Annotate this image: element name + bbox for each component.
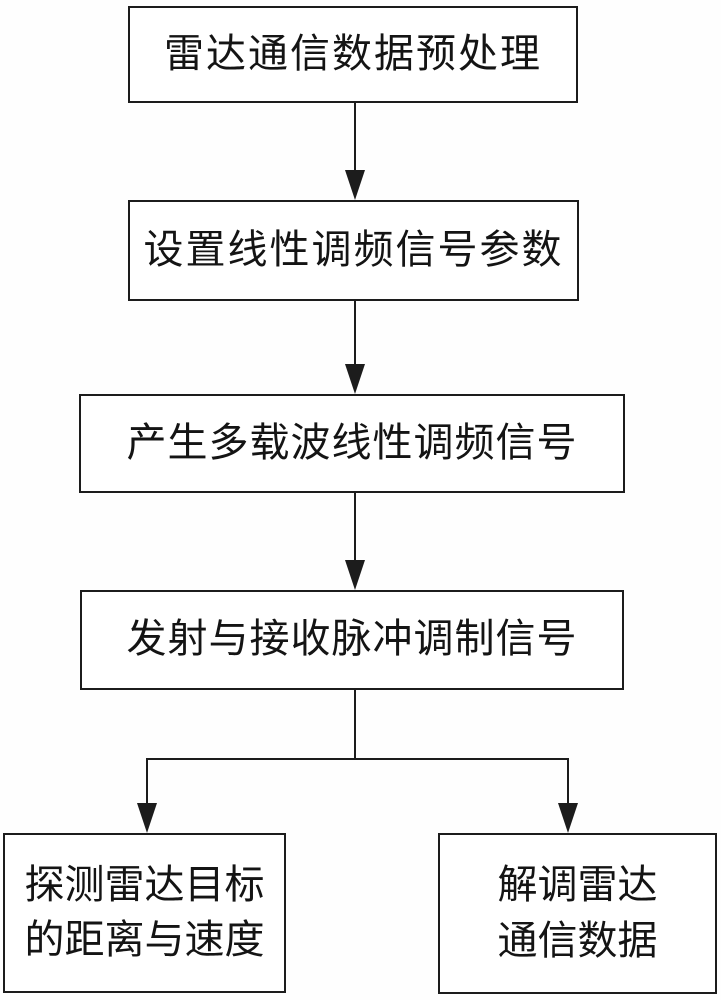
connector-line-1: [354, 103, 356, 173]
flow-node-transmit-receive-pulse-mod-signal: 发射与接收脉冲调制信号: [80, 590, 624, 690]
flow-node-set-lfm-signal-parameters: 设置线性调频信号参数: [128, 200, 579, 301]
flow-node-generate-multicarrier-lfm-signal: 产生多载波线性调频信号: [79, 394, 625, 493]
arrow-down-icon: [345, 364, 365, 394]
connector-branch-crossbar: [146, 758, 569, 760]
node-label: 发射与接收脉冲调制信号: [126, 616, 578, 663]
node-label: 产生多载波线性调频信号: [126, 419, 578, 466]
node-label: 雷达通信数据预处理: [164, 30, 542, 77]
flow-node-detect-target-range-and-velocity: 探测雷达目标 的距离与速度: [3, 833, 286, 993]
arrow-down-icon: [558, 803, 578, 833]
node-label-line2: 通信数据: [497, 917, 658, 964]
connector-line-3: [354, 493, 356, 563]
node-label: 设置线性调频信号参数: [143, 226, 564, 273]
node-label-line1: 解调雷达: [497, 862, 658, 909]
connector-branch-left: [146, 758, 148, 806]
flow-node-demodulate-radar-comm-data: 解调雷达 通信数据: [438, 833, 717, 994]
node-label-line2: 的距离与速度: [24, 917, 265, 963]
node-label-line1: 探测雷达目标: [24, 861, 265, 908]
arrow-down-icon: [345, 170, 365, 200]
flow-node-radar-comm-data-preprocessing: 雷达通信数据预处理: [128, 6, 578, 103]
connector-branch-stem: [354, 690, 356, 760]
arrow-down-icon: [137, 803, 157, 833]
connector-line-2: [354, 301, 356, 367]
connector-branch-right: [567, 758, 569, 806]
arrow-down-icon: [345, 560, 365, 590]
